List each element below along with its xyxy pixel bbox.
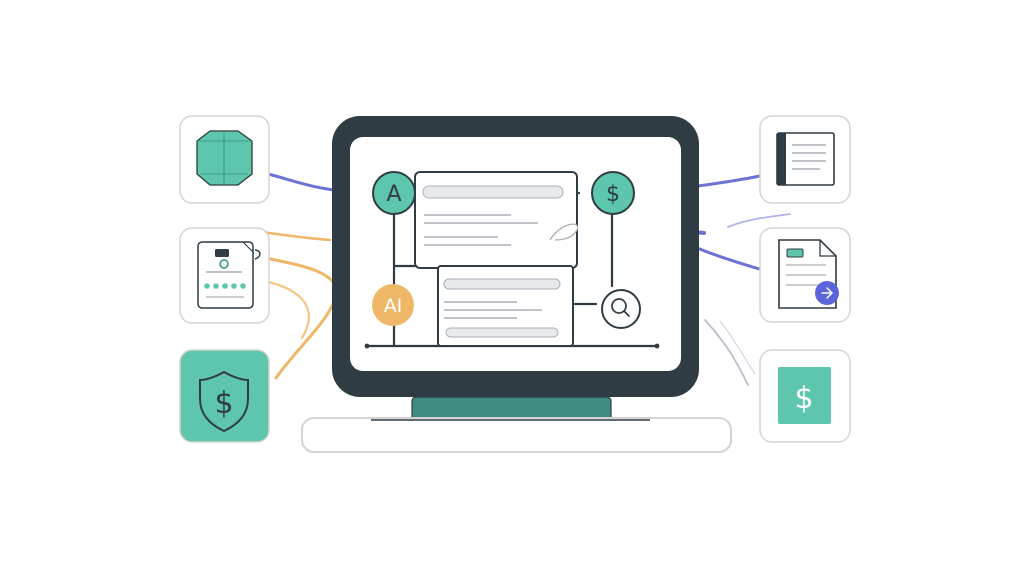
screen-bottom-card-bar xyxy=(443,278,561,290)
search-icon xyxy=(601,289,641,329)
screen-badge-a-text: A xyxy=(386,182,401,207)
dollar-card-icon xyxy=(778,367,831,424)
left-card-shield: $ xyxy=(179,349,270,443)
document-icon xyxy=(197,241,261,309)
screen-badge-a-circle xyxy=(372,171,416,215)
connector-blue-arrow xyxy=(695,246,765,272)
screen-dot-right xyxy=(654,343,660,349)
screen-dot-left xyxy=(364,343,370,349)
screen-badge-ai-text: AI xyxy=(384,295,403,317)
right-card-dollar: $ xyxy=(759,349,851,443)
invoice-document-icon xyxy=(778,239,839,309)
shield-dollar-text: $ xyxy=(214,386,233,421)
screen-top-card-swoosh xyxy=(549,223,579,241)
book-icon xyxy=(776,132,835,186)
connector-gray-right-b xyxy=(719,320,756,375)
screen-bottom-card-input xyxy=(445,327,559,338)
screen-bottom-card xyxy=(437,265,574,347)
connector-blue-faint xyxy=(727,213,791,228)
monitor-base xyxy=(301,417,732,453)
box-icon xyxy=(196,130,253,186)
screen-badge-dollar-text: $ xyxy=(606,182,620,207)
connector-orange-left-a xyxy=(260,230,332,242)
right-card-book xyxy=(759,115,851,204)
screen-top-card-bar xyxy=(422,185,564,199)
left-card-document xyxy=(179,227,270,324)
screen-badge-ai-circle xyxy=(372,284,414,326)
screen-badge-ai: AI xyxy=(372,284,414,326)
right-card-invoice xyxy=(759,227,851,323)
dollar-card-text: $ xyxy=(794,381,813,416)
screen-top-card xyxy=(414,171,579,269)
screen-bottom-dots xyxy=(364,343,660,349)
screen-badge-dollar: $ xyxy=(591,171,635,215)
left-card-box xyxy=(179,115,270,204)
shield-dollar-icon: $ xyxy=(199,370,249,433)
screen-badge-a: A xyxy=(372,171,416,215)
screen-badge-dollar-circle xyxy=(591,171,635,215)
connector-gray-right xyxy=(704,319,749,386)
